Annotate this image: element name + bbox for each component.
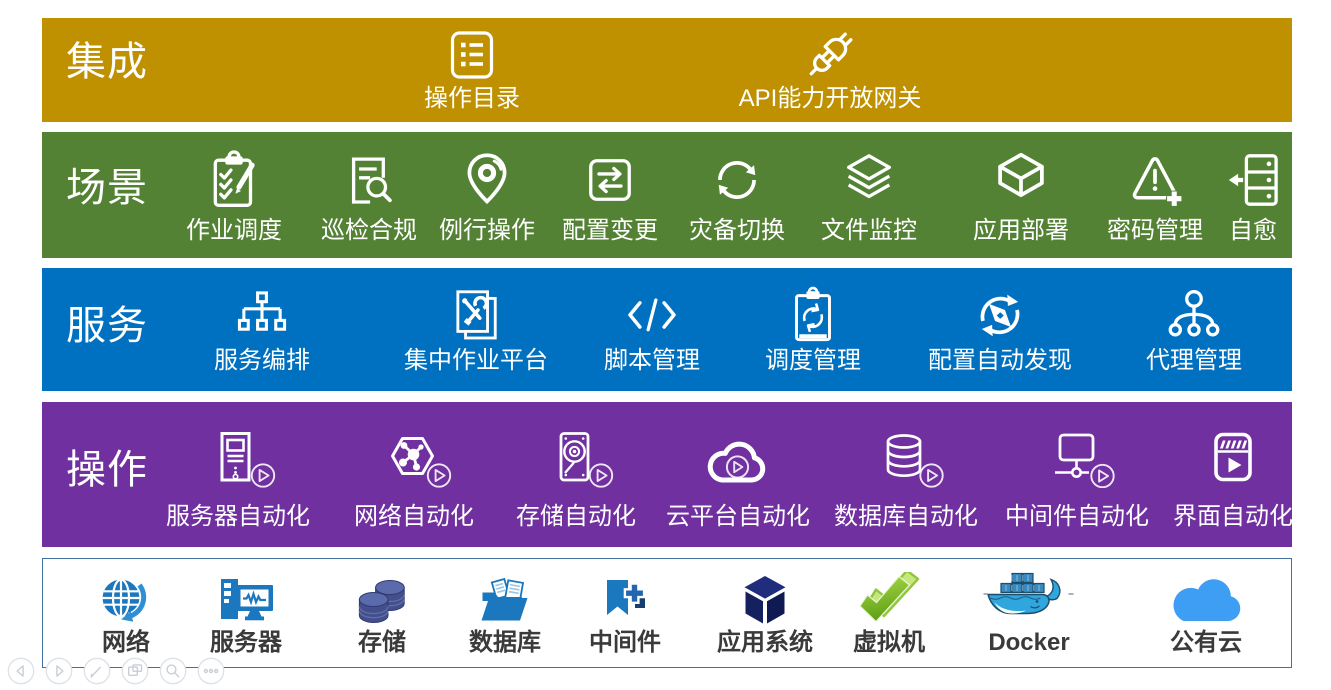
band-title-service: 服务 — [66, 304, 148, 348]
more-options-button[interactable] — [197, 657, 224, 684]
clipboard-refresh-icon — [783, 286, 842, 345]
catalog-list-icon — [449, 30, 495, 80]
item-label: 作业调度 — [186, 217, 282, 245]
layer-band-resources: 网络 服务器 存储 数据库 中间件 应用系统 — [42, 558, 1292, 668]
item-label: 集中作业平台 — [404, 347, 548, 375]
item-label: 文件监控 — [821, 217, 917, 245]
item-label: 密码管理 — [1107, 217, 1203, 245]
server-tower-play-icon — [212, 432, 276, 488]
navy-cube-icon — [739, 572, 791, 628]
item-label: 灾备切换 — [689, 217, 785, 245]
cube-icon — [991, 150, 1050, 209]
org-tree-icon — [232, 286, 291, 345]
band-title-operation: 操作 — [66, 448, 148, 492]
band-title-scenario: 场景 — [66, 166, 148, 210]
item-label: 公有云 — [1170, 629, 1242, 657]
cloud-flat-icon — [1164, 576, 1248, 624]
doc-search-icon — [339, 150, 398, 209]
item-label: 调度管理 — [765, 347, 861, 375]
server-heal-icon — [1223, 150, 1282, 209]
item-label: 配置变更 — [562, 217, 658, 245]
item-label: 应用系统 — [717, 629, 813, 657]
disks-icon — [354, 577, 410, 623]
item-label: 虚拟机 — [853, 629, 925, 657]
previous-slide-button[interactable] — [7, 657, 35, 684]
item-label: 服务器 — [210, 629, 282, 657]
pen-tool-button[interactable] — [83, 657, 111, 684]
pen-icon — [90, 666, 101, 678]
item-label: 脚本管理 — [604, 347, 700, 375]
item-label: 数据库自动化 — [834, 503, 978, 531]
globe-swoosh-icon — [99, 577, 153, 623]
band-title-integration: 集成 — [66, 40, 148, 84]
warning-plus-icon — [1125, 150, 1184, 209]
network-hex-play-icon — [388, 432, 452, 488]
storage-play-icon — [550, 432, 614, 488]
slides-panel-button[interactable] — [121, 657, 149, 684]
arrow-right-icon — [56, 664, 64, 677]
layers-icon — [839, 150, 898, 209]
api-plug-icon — [801, 26, 859, 84]
clipboard-check-pen-icon — [204, 150, 263, 209]
item-label: 配置自动发现 — [928, 347, 1072, 375]
slides-panel-icon — [127, 663, 143, 676]
middleware-play-icon — [1051, 432, 1115, 488]
item-label: API能力开放网关 — [738, 85, 922, 113]
database-play-icon — [880, 432, 944, 488]
item-label: 服务编排 — [214, 347, 310, 375]
layer-band-operation: 操作 服务器自动化 网络自动化 存储自动化 云平台自动化 数据库自动化 中间件自 — [42, 402, 1293, 547]
item-label: Docker — [988, 629, 1070, 657]
map-pin-icon — [457, 150, 516, 209]
compass-refresh-icon — [970, 286, 1029, 345]
item-label: 例行操作 — [439, 217, 535, 245]
zoom-button[interactable] — [159, 657, 186, 684]
ui-film-play-icon — [1206, 432, 1260, 488]
swap-arrows-icon — [580, 150, 639, 209]
item-label: 服务器自动化 — [166, 503, 310, 531]
item-label: 网络自动化 — [354, 503, 474, 531]
green-check-icon — [857, 572, 921, 628]
docker-whale-icon — [982, 571, 1076, 629]
layer-band-integration: 集成 操作目录 API能力开放网关 — [42, 18, 1292, 122]
item-label: 巡检合规 — [321, 217, 417, 245]
folder-files-icon — [478, 577, 532, 623]
ellipsis-icon — [203, 668, 218, 673]
server-monitor-icon — [217, 577, 275, 623]
item-label: 存储 — [358, 629, 406, 657]
pages-tools-icon — [446, 286, 505, 345]
item-label: 中间件 — [589, 629, 661, 657]
layer-band-service: 服务 服务编排 集中作业平台 脚本管理 调度管理 配置自动发现 代理管理 — [42, 268, 1292, 391]
magnifier-icon — [165, 663, 179, 677]
item-label: 界面自动化 — [1173, 503, 1293, 531]
item-label: 存储自动化 — [516, 503, 636, 531]
refresh-cycle-icon — [707, 150, 766, 209]
arrow-left-icon — [16, 664, 24, 677]
item-label: 云平台自动化 — [666, 503, 810, 531]
bookmark-plus-icon — [601, 578, 649, 622]
item-label: 数据库 — [469, 629, 541, 657]
next-slide-button[interactable] — [45, 657, 73, 684]
item-label: 自愈 — [1229, 217, 1277, 245]
item-label: 操作目录 — [424, 85, 520, 113]
agent-tree-icon — [1164, 286, 1223, 345]
layer-band-scenario: 场景 作业调度 巡检合规 例行操作 配置变更 灾备切换 文件监控 应用部署 密码… — [42, 132, 1292, 258]
cloud-play-icon — [706, 432, 770, 488]
item-label: 应用部署 — [973, 217, 1069, 245]
code-icon — [622, 286, 681, 345]
item-label: 中间件自动化 — [1005, 503, 1149, 531]
item-label: 网络 — [102, 629, 150, 657]
item-label: 代理管理 — [1146, 347, 1242, 375]
